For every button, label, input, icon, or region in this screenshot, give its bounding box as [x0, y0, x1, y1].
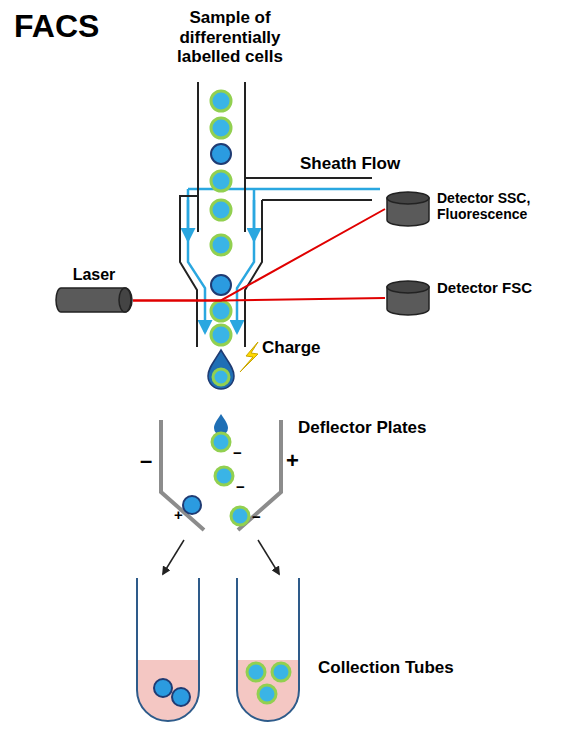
detector-symbol: [385, 279, 431, 317]
tubes-label-box: Collection Tubes: [318, 658, 454, 678]
detector-symbol: [385, 190, 431, 228]
sample-label-box: Sample of differentially labelled cells: [163, 8, 297, 67]
droplet-charge-box: +: [174, 506, 183, 523]
droplet-charge: −: [233, 444, 242, 461]
droplet-charge: −: [252, 508, 261, 525]
sheath-label-box: Sheath Flow: [300, 154, 400, 174]
plates-label-box: Deflector Plates: [298, 418, 427, 438]
plate-sign-box: +: [286, 448, 299, 473]
detector-unit: Detector FSC: [385, 279, 573, 317]
sheath-label: Sheath Flow: [300, 154, 400, 174]
detector-label: Detector FSC: [437, 279, 573, 296]
plate-sign: +: [286, 448, 299, 473]
laser-unit: Laser: [55, 266, 133, 314]
title-box: FACS: [14, 8, 99, 45]
laser-label: Laser: [55, 266, 133, 284]
charge-label-box: Charge: [262, 338, 321, 358]
plate-sign-box: –: [140, 448, 152, 473]
droplet-charge-box: −: [233, 444, 242, 461]
laser-symbol: [55, 286, 133, 314]
laser-beam: [133, 209, 385, 300]
detector-label: Detector SSC, Fluorescence: [437, 190, 573, 222]
sample-label: Sample of differentially labelled cells: [163, 8, 297, 67]
tubes-label: Collection Tubes: [318, 658, 454, 678]
droplet-charge: −: [236, 478, 245, 495]
detector-unit: Detector SSC, Fluorescence: [385, 190, 573, 228]
plates-label: Deflector Plates: [298, 418, 427, 438]
droplet-charge: +: [174, 506, 183, 523]
droplet-charge-box: −: [236, 478, 245, 495]
plate-sign: –: [140, 448, 152, 473]
title: FACS: [14, 8, 99, 45]
droplet-charge-box: −: [252, 508, 261, 525]
charge-label: Charge: [262, 338, 321, 358]
